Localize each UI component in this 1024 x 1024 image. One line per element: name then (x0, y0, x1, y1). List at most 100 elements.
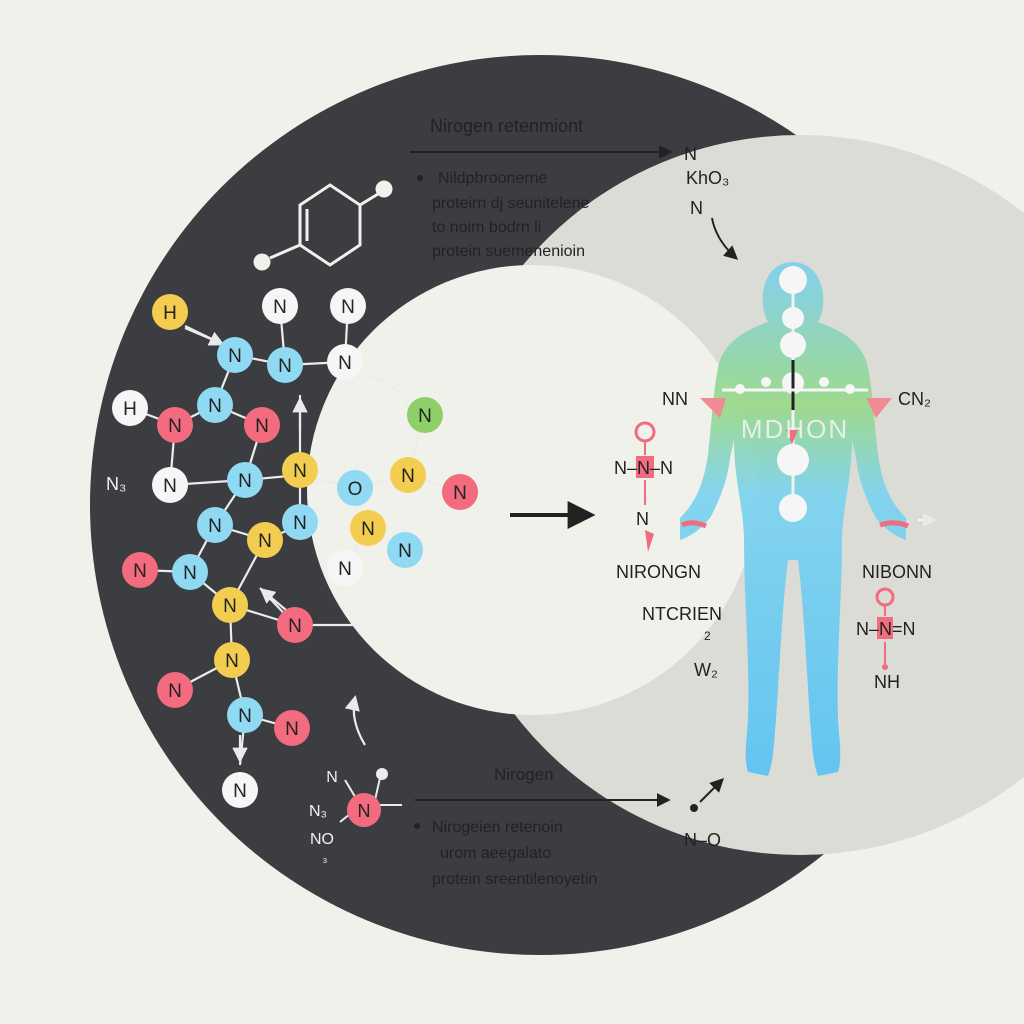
network-node-label: N (341, 297, 355, 318)
body-center-label: MDHON (741, 414, 849, 444)
label-ntcrien: NTCRIEN (642, 604, 722, 624)
network-node-label: N (183, 563, 197, 584)
network-arrows (184, 325, 366, 764)
top-side-label-3: N (690, 198, 703, 218)
label-right-chain: N–N=N (856, 619, 916, 639)
top-bullet-line-2: proteirn dj seunitelene (432, 195, 590, 212)
network-node-circle (282, 504, 318, 540)
network-node-label: N (258, 531, 272, 552)
network-node: N (212, 587, 248, 623)
network-node-circle (212, 587, 248, 623)
network-node-label: N (293, 513, 307, 534)
network-node: N (197, 387, 233, 423)
top-bullet (417, 175, 423, 181)
top-section: Nirogen retenmiont Nildpbroonerne protei… (253, 116, 739, 271)
network-node: N (387, 532, 423, 568)
network-node-circle (387, 532, 423, 568)
network-node-label: N (288, 616, 302, 637)
network-node: N (407, 397, 443, 433)
network-node: H (152, 294, 188, 330)
network-node-label: N (168, 681, 182, 702)
network-node-label: N (208, 396, 222, 417)
top-curve-arrow (711, 217, 739, 260)
network-node-label: N (208, 516, 222, 537)
network-node: N (172, 554, 208, 590)
network-node: O (337, 470, 373, 506)
ring-molecule-icon (253, 180, 393, 271)
network-node-circle (197, 507, 233, 543)
network-node-circle (152, 467, 188, 503)
network-node-circle (157, 672, 193, 708)
network-node-label: N (418, 406, 432, 427)
network-node-label: N (293, 461, 307, 482)
top-bullet-line-3: to noim bodrn li (432, 219, 541, 236)
network-node-label: N (338, 559, 352, 580)
network-node-label: N (361, 519, 375, 540)
network-node: N (227, 697, 263, 733)
network-node-label: N (285, 719, 299, 740)
network-node-label: N (225, 651, 239, 672)
bottom-bullet-line-1: Nirogeien retenoin (432, 819, 563, 836)
network-node-circle (262, 288, 298, 324)
label-cn2: CN₂ (898, 389, 931, 409)
network-node-circle (152, 294, 188, 330)
network-node-label: N (398, 541, 412, 562)
network-node-circle (407, 397, 443, 433)
network-node-label: N (401, 466, 415, 487)
network-label-n3-bottom: N₃ (368, 620, 388, 640)
network-node: N (330, 288, 366, 324)
top-side-label-1: N (684, 144, 697, 164)
network-node: N (277, 607, 313, 643)
network-node: N (157, 407, 193, 443)
network-node-label: N (338, 353, 352, 374)
label-nibonn: NIBONN (862, 562, 932, 582)
top-bullet-line-1: Nildpbroonerne (438, 170, 548, 187)
bottom-mol-left: N₃ (309, 803, 327, 820)
network-node-label: N (163, 476, 177, 497)
network-node: N (214, 642, 250, 678)
label-nh: NH (874, 672, 900, 692)
network-node-circle (217, 337, 253, 373)
network-node-label: H (123, 399, 137, 420)
bottom-mol-top: N (326, 769, 338, 786)
network-node: N (157, 672, 193, 708)
network-node-circle (267, 347, 303, 383)
bottom-title: Nirogen (494, 765, 554, 784)
network-node-circle (330, 288, 366, 324)
network-node-circle (390, 457, 426, 493)
network-node-circle (350, 510, 386, 546)
label-nirongn: NIRONGN (616, 562, 701, 582)
bottom-bullet-line-3: protein sreentilenoyetin (432, 871, 597, 888)
label-left-chain: N–N–N (614, 458, 673, 478)
network-node-label: N (133, 561, 147, 582)
network-node: N (327, 550, 363, 586)
network-node-circle (222, 772, 258, 808)
label-ntcrien-sub: 2 (704, 629, 711, 643)
right-panel-labels: NN CN₂ N–N–N N NIRONGN NTCRIEN 2 W₂ NIBO… (614, 389, 932, 692)
label-left-n: N (636, 509, 649, 529)
bottom-bullet-line-2: urom aeegalato (440, 845, 551, 862)
network-node-circle (214, 642, 250, 678)
bottom-mol-no: NO (310, 831, 334, 848)
network-node: N (197, 507, 233, 543)
bottom-molecule-icon: N N N₃ NO ₃ (309, 768, 402, 865)
network-node-circle (227, 697, 263, 733)
network-node-circle (244, 407, 280, 443)
network-node: N (222, 772, 258, 808)
network-node-circle (247, 522, 283, 558)
network-node: N (244, 407, 280, 443)
network-node: N (327, 344, 363, 380)
label-nn: NN (662, 389, 688, 409)
bottom-mol-sub: ₃ (323, 851, 328, 865)
network-label-n3-left: N₃ (106, 474, 126, 494)
network-node-circle (227, 462, 263, 498)
network-node: N (350, 510, 386, 546)
top-bullet-line-4: protein suemenenioin (432, 243, 585, 260)
network-node: N (282, 452, 318, 488)
network-node-label: N (238, 471, 252, 492)
human-body-figure: MDHON (680, 262, 937, 776)
bottom-mol-center: N (358, 801, 371, 821)
network-node: N (267, 347, 303, 383)
